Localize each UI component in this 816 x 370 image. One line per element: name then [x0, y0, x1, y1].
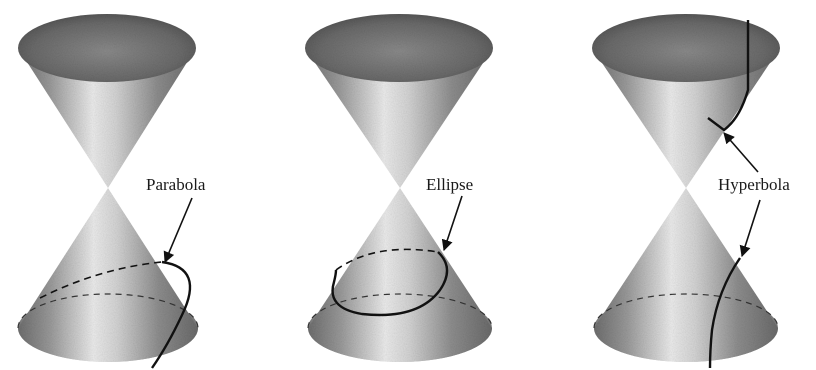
base-hidden-edge [593, 293, 779, 329]
panel-hyperbola: Hyperbola [592, 14, 790, 369]
parabola-hidden [39, 261, 163, 299]
label-ellipse: Ellipse [426, 175, 473, 194]
hyperbola-lower-branch [708, 257, 741, 369]
arrow-parabola [163, 197, 193, 264]
upper-rim [305, 14, 493, 82]
label-hyperbola: Hyperbola [718, 175, 790, 194]
ellipse-curve [331, 251, 449, 317]
lower-base [18, 294, 198, 362]
upper-nappe [592, 48, 780, 188]
arrow-hyperbola-lower [739, 199, 761, 258]
upper-nappe [305, 48, 493, 188]
lower-base [308, 294, 492, 362]
upper-nappe [18, 48, 196, 188]
hyperbola-upper-branch [707, 19, 750, 132]
double-cone [592, 14, 780, 362]
base-hidden-edge [17, 293, 199, 329]
double-cone [305, 14, 493, 362]
lower-base [594, 294, 778, 362]
double-cone [18, 14, 198, 362]
label-parabola: Parabola [146, 175, 206, 194]
parabola-curve [151, 260, 192, 369]
base-hidden-edge [307, 293, 493, 329]
panel-ellipse: Ellipse [305, 14, 493, 362]
upper-rim [592, 14, 780, 82]
panel-parabola: Parabola [17, 14, 206, 369]
arrow-ellipse [441, 195, 463, 252]
ellipse-hidden [335, 248, 439, 271]
arrow-hyperbola-upper [723, 132, 759, 173]
upper-rim [18, 14, 196, 82]
